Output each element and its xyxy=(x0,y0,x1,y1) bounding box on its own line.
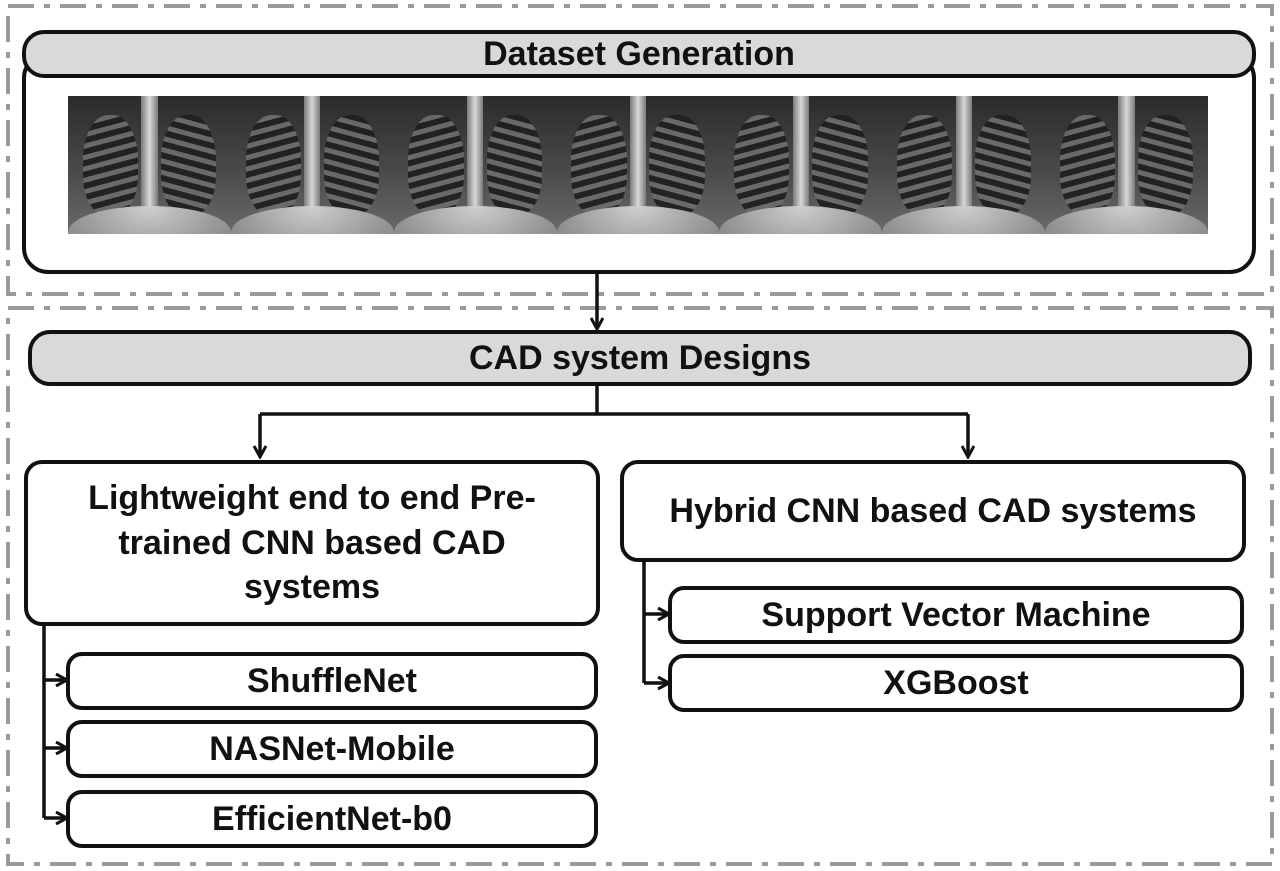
model-label: EfficientNet-b0 xyxy=(212,799,452,838)
model-nasnet-mobile: NASNet-Mobile xyxy=(66,720,598,778)
hybrid-title: Hybrid CNN based CAD systems xyxy=(669,491,1197,530)
chest-xray-image xyxy=(719,96,883,234)
chest-xray-image xyxy=(393,96,557,234)
lightweight-title-line3: systems xyxy=(243,568,381,607)
lightweight-title-line2: trained CNN based CAD xyxy=(118,523,506,562)
cad-designs-title: CAD system Designs xyxy=(468,338,811,377)
cad-designs-header: CAD system Designs xyxy=(28,330,1252,386)
model-efficientnet-b0: EfficientNet-b0 xyxy=(66,790,598,848)
chest-xray-image xyxy=(230,96,394,234)
classifier-xgboost: XGBoost xyxy=(668,654,1244,712)
chest-xray-image xyxy=(882,96,1046,234)
dataset-generation-title: Dataset Generation xyxy=(483,34,795,73)
classifier-label: Support Vector Machine xyxy=(761,595,1151,634)
chest-xray-image xyxy=(1045,96,1208,234)
model-label: NASNet-Mobile xyxy=(209,729,455,768)
chest-xray-image xyxy=(556,96,720,234)
chest-xray-image xyxy=(68,96,231,234)
model-label: ShuffleNet xyxy=(247,661,417,700)
hybrid-cnn-box: Hybrid CNN based CAD systems xyxy=(620,460,1246,562)
classifier-label: XGBoost xyxy=(883,663,1029,702)
dataset-section-border xyxy=(6,4,1274,296)
dataset-generation-header: Dataset Generation xyxy=(22,30,1256,78)
lightweight-title-line1: Lightweight end to end Pre- xyxy=(88,478,536,517)
classifier-svm: Support Vector Machine xyxy=(668,586,1244,644)
lightweight-cnn-box: Lightweight end to end Pre- trained CNN … xyxy=(24,460,600,626)
cad-section-border xyxy=(6,306,1274,866)
xray-image-strip xyxy=(68,96,1208,234)
model-shufflenet: ShuffleNet xyxy=(66,652,598,710)
